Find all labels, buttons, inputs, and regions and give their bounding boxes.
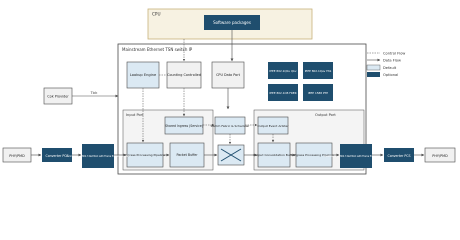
phy-right-label: PHY/PMD bbox=[432, 154, 448, 158]
phy-left-label: PHY/PMD bbox=[9, 154, 25, 158]
legend-default: Default bbox=[383, 66, 397, 70]
ingress-processing-box bbox=[126, 142, 164, 168]
legend-control-flow: Control Flow bbox=[383, 52, 405, 56]
legend-optional-swatch bbox=[367, 72, 380, 77]
counting-controlled-box bbox=[166, 61, 202, 89]
phy-right-box bbox=[424, 147, 456, 163]
ieee-8021cb-label: IEEE 802.1CB FRER bbox=[269, 91, 296, 95]
diagram-stage: CPU Software packages Mainstream Etherne… bbox=[2, 8, 456, 175]
software-packages-box bbox=[204, 15, 260, 30]
cpu-data-port-label: CPU Data Port bbox=[216, 73, 241, 77]
ieee-1588-label: IEEE 1588 PTP bbox=[308, 91, 328, 95]
input-port-label: Input Port bbox=[126, 113, 144, 117]
tick-label: Tick bbox=[90, 91, 98, 95]
crossbar-icon bbox=[220, 148, 242, 162]
counting-controlled-label: Counting Controlled bbox=[167, 73, 201, 77]
output-consolidation-label: Output Consolidation Buffer bbox=[253, 153, 296, 157]
cpu-title: CPU bbox=[152, 12, 161, 17]
legend-default-swatch bbox=[366, 64, 381, 71]
ieee-8021qbv-label: IEEE 802.1Qbv Qbv bbox=[269, 69, 297, 73]
egress-processing-label: Egress Processing Pipeline bbox=[294, 153, 334, 157]
ingress-processing-label: Ingress Processing Pipeline bbox=[125, 153, 166, 157]
output-consolidation-box bbox=[257, 142, 291, 168]
shared-ingress-box bbox=[164, 116, 204, 135]
converter-left-box bbox=[42, 148, 72, 162]
ieee-8021qav-box bbox=[303, 62, 333, 79]
control-flow-arrows bbox=[141, 39, 275, 145]
converter-right-label: Converter PCS bbox=[387, 154, 410, 158]
ieee-1588-box bbox=[303, 84, 333, 101]
ip-title: Mainstream Ethernet TSN switch IP bbox=[122, 47, 193, 52]
ieee-8021qbv-box bbox=[268, 62, 298, 79]
packet-buffer-box bbox=[169, 142, 205, 168]
switch-fabric-scheduler-label: Switch Fabric & Scheduler bbox=[210, 124, 250, 128]
mac-left-box bbox=[82, 144, 114, 168]
packet-buffer-label: Packet Buffer bbox=[176, 153, 198, 157]
legend-optional: Optional bbox=[383, 73, 398, 77]
ieee-8021qav-label: IEEE 802.1Qav FAS bbox=[305, 69, 332, 73]
lookup-engine-label: Lookup Engine bbox=[130, 73, 157, 77]
data-flow-arrows bbox=[31, 30, 425, 157]
converter-right-box bbox=[384, 148, 414, 162]
tsn-switch-diagram: CPU Software packages Mainstream Etherne… bbox=[2, 8, 456, 175]
ieee-8021cb-box bbox=[268, 84, 298, 101]
mac-left-label: Common IEEE 802.3 Ret MAC with Frame Pre… bbox=[66, 155, 130, 158]
egress-processing-box bbox=[295, 142, 333, 168]
mac-right-label: Common IEEE 802.3 Ret MAC with Frame Pre… bbox=[324, 155, 388, 158]
output-event-arbiter-label: Output Event Arbiter bbox=[257, 124, 289, 128]
converter-left-label: Converter PCS bbox=[45, 154, 68, 158]
shared-ingress-label: Shared Ingress (Service) bbox=[165, 124, 203, 128]
cpu-data-port-box bbox=[211, 61, 245, 89]
mac-right-box bbox=[340, 144, 372, 168]
output-port-label: Output Port bbox=[315, 113, 336, 117]
software-packages-label: Software packages bbox=[213, 20, 251, 25]
legend-data-flow: Data Flow bbox=[383, 59, 401, 63]
clock-provider-label: Cok Provider bbox=[47, 95, 69, 99]
